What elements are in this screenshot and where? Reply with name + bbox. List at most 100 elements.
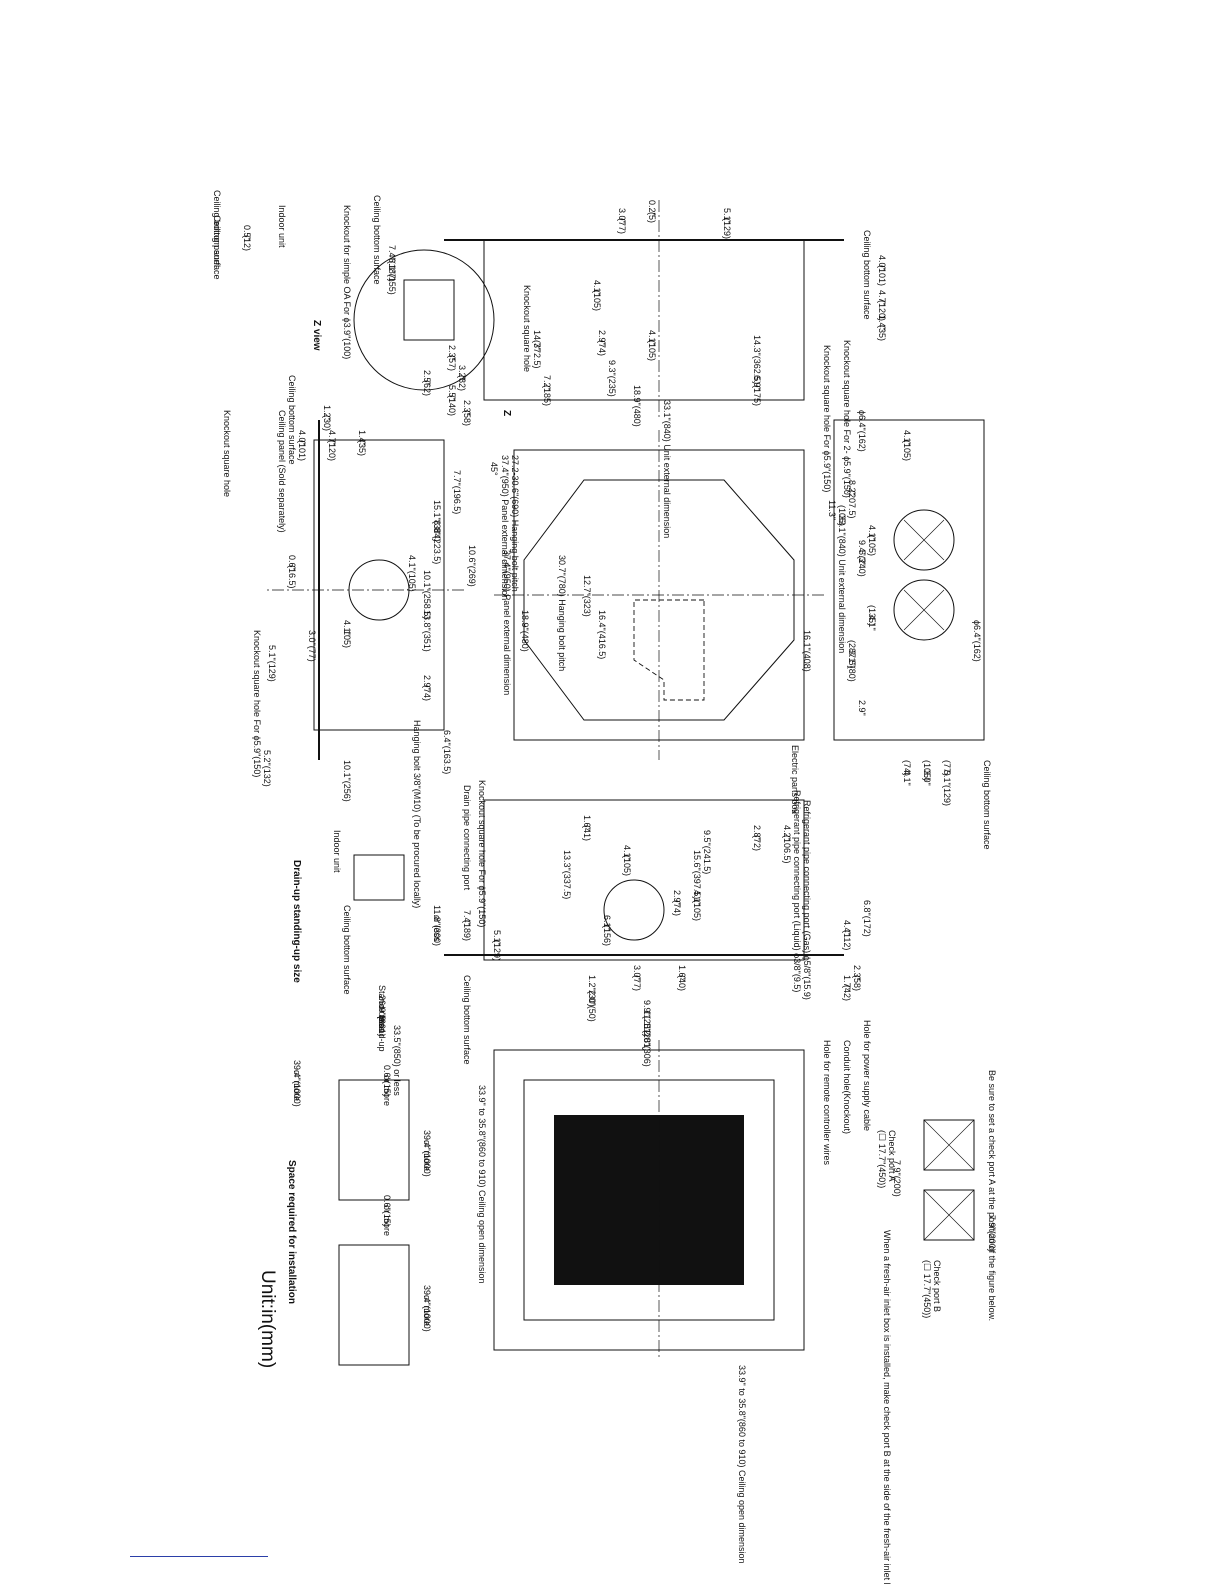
pipe-dim-3: (105) (622, 855, 632, 876)
z-label-ceiling: Ceiling bottom surface (372, 195, 382, 285)
right-dim-17: 2.9" (857, 700, 867, 716)
front-dim-10: 8.8"(223.5) (432, 520, 442, 564)
z-view: Z view 7.4"(187) 6.1"(155) 2.3" (57) 3.2… (212, 190, 495, 426)
front-dim-22: 6.4"(163.5) (442, 730, 452, 774)
drain-label-indoor: Indoor unit (332, 830, 342, 873)
left-dim-7: (101) (877, 265, 887, 286)
pipe-dim-21: (189) (462, 920, 472, 941)
pipe-dim-10: 15.6"(397.5) (692, 850, 702, 899)
left-dim-17: (74) (597, 340, 607, 356)
right-dim-20: (105) (922, 760, 932, 781)
left-dim-25: 6.9" (752, 375, 762, 391)
z-label-ceiling2: Ceiling bottom surface (212, 190, 222, 280)
left-dim-0: 0.2" (647, 200, 657, 216)
right-dim-11: (105) (837, 505, 847, 526)
pipe-label-ko: Knockout square hole For ϕ5.9"(150) (477, 780, 487, 927)
pipe-dim-15: (105) (692, 900, 702, 921)
pipe-dim-28: 1.2"(30) (587, 975, 597, 1007)
right-dim-3: 8.2" (847, 480, 857, 496)
front-dim-17: (74) (422, 685, 432, 701)
right-view: ϕ6.4"(162) 4.1" (105) 8.2" (207.5) 4.1" … (827, 340, 992, 850)
install-dim-2: 0.6"(15) (382, 1065, 392, 1097)
pipe-dim-6: (72) (752, 835, 762, 851)
pipe-dim-36: 12.0"(306) (642, 1025, 652, 1067)
right-dim-2: (105) (902, 440, 912, 461)
top-view: 10.6"(269) 45° 27.2-30.6"(690) Hanging b… (467, 410, 824, 815)
front-dim-8: 7.7"(196.5) (452, 470, 462, 514)
install-title: Space required for installation (286, 1160, 297, 1304)
front-dim-7: (35) (357, 440, 367, 456)
pipe-label-ceiling: Ceiling bottom surface (462, 975, 472, 1065)
right-dim-16: ϕ6.4"(162) (972, 620, 982, 662)
pipe-dim-17: (156) (602, 925, 612, 946)
right-dim-13: 11.3" (827, 500, 837, 520)
z-dim-9: (140) (447, 395, 457, 416)
left-side-view: 0.2" (5) 3.0" (77) 5.1" (129) 4.0" (101)… (444, 200, 887, 538)
pipe-dim-18: 4.4" (842, 920, 852, 936)
front-dim-13: 4.1"(105) (407, 555, 417, 592)
front-label-ko-hole: Knockout square hole For ϕ5.9"(150) (252, 630, 262, 777)
right-label-ceiling: Ceiling bottom surface (982, 760, 992, 850)
check-dim-1: 7.9"(200) (987, 1215, 997, 1252)
pipe-label-gas: Refrigerant pipe connecting port (Gas) ϕ… (802, 800, 812, 1000)
z-dim-1: 6.1"(155) (387, 258, 397, 295)
left-dim-19: (105) (647, 340, 657, 361)
pipe-dim-35: 11.1"(281) (642, 1010, 652, 1051)
left-dim-12: 4.1" (592, 280, 602, 296)
pipe-dim-8: (106.5) (782, 835, 792, 864)
z-dim-8: 5.5" (447, 385, 457, 401)
pipe-dim-23: (129) (492, 940, 502, 961)
left-dim-27: 33.1"(840) Unit external dimension (662, 400, 672, 538)
right-dim-5: 4.1" (867, 525, 877, 541)
right-dim-6: (105) (867, 535, 877, 556)
pipe-dim-33: (40) (677, 975, 687, 991)
top-dim-8: 37.4"(950) Panel external dimension (502, 550, 512, 695)
z-label-panel: Ceiling panel (212, 215, 222, 267)
left-dim-1: (5) (647, 212, 657, 223)
front-label-ko-square: Knockout square hole (222, 410, 232, 497)
left-dim-11: (35) (877, 325, 887, 341)
z-dim-0: 7.4"(187) (387, 245, 397, 282)
left-label-ko-hole: Knockout square hole For ϕ5.9"(150) (822, 345, 832, 492)
left-dim-5: (129) (722, 218, 732, 239)
right-dim-10: 4.1" (867, 615, 877, 631)
right-dim-14: (287.5) (847, 640, 857, 669)
right-dim-22: (77) (942, 760, 952, 776)
top-dim-9: 16.1"(408) (802, 630, 812, 672)
z-dim-7: (62) (422, 380, 432, 396)
left-dim-15: (372.5) (532, 340, 542, 369)
left-dim-4: 5.1" (722, 208, 732, 224)
top-dim-1: 45° (489, 462, 499, 476)
front-dim-21: 5.1"(129) (267, 645, 277, 682)
z-view-title: Z view (311, 320, 322, 351)
install-dim-8: 39.4"(1000) (422, 1285, 432, 1332)
right-dim-19: 4.1" (902, 770, 912, 786)
left-dim-2: 3.0" (617, 208, 627, 224)
front-label-ceiling: Ceiling bottom surface (287, 375, 297, 465)
drain-dim-3: 26.0"(661) (377, 995, 387, 1037)
right-dim-15: 3.1"(80) (847, 650, 857, 682)
z-dim-6: 2.5" (422, 370, 432, 386)
pipe-dim-12: 2.9" (672, 890, 682, 906)
top-dim-0: 10.6"(269) (467, 545, 477, 587)
right-dim-0: ϕ6.4"(162) (857, 410, 867, 452)
left-dim-10: 1.4" (877, 315, 887, 331)
front-dim-12: (16.5) (287, 565, 297, 589)
pipe-dim-13: (74) (672, 900, 682, 916)
front-dim-4: 4.7" (327, 430, 337, 446)
left-dim-8: 4.7" (877, 290, 887, 306)
front-dim-16: 2.9" (422, 675, 432, 691)
front-label-panel: Ceiling panel (Sold separately) (277, 410, 287, 533)
left-dim-3: (77) (617, 218, 627, 234)
pipe-dim-32: 1.6" (677, 965, 687, 981)
left-dim-6: 4.0" (877, 255, 887, 271)
front-dim-2: 4.0" (297, 430, 307, 446)
right-dim-12: 33.1"(840) Unit external dimension (837, 515, 847, 653)
top-dim-7: 30.7"(780) Hanging bolt pitch (557, 555, 567, 671)
z-dim-5: (82) (457, 375, 467, 391)
install-dim-3: or more (382, 1075, 392, 1106)
left-dim-20: 14.3"(362.5) (752, 335, 762, 384)
install-dim-6: 0.6"(15) (382, 1195, 392, 1227)
